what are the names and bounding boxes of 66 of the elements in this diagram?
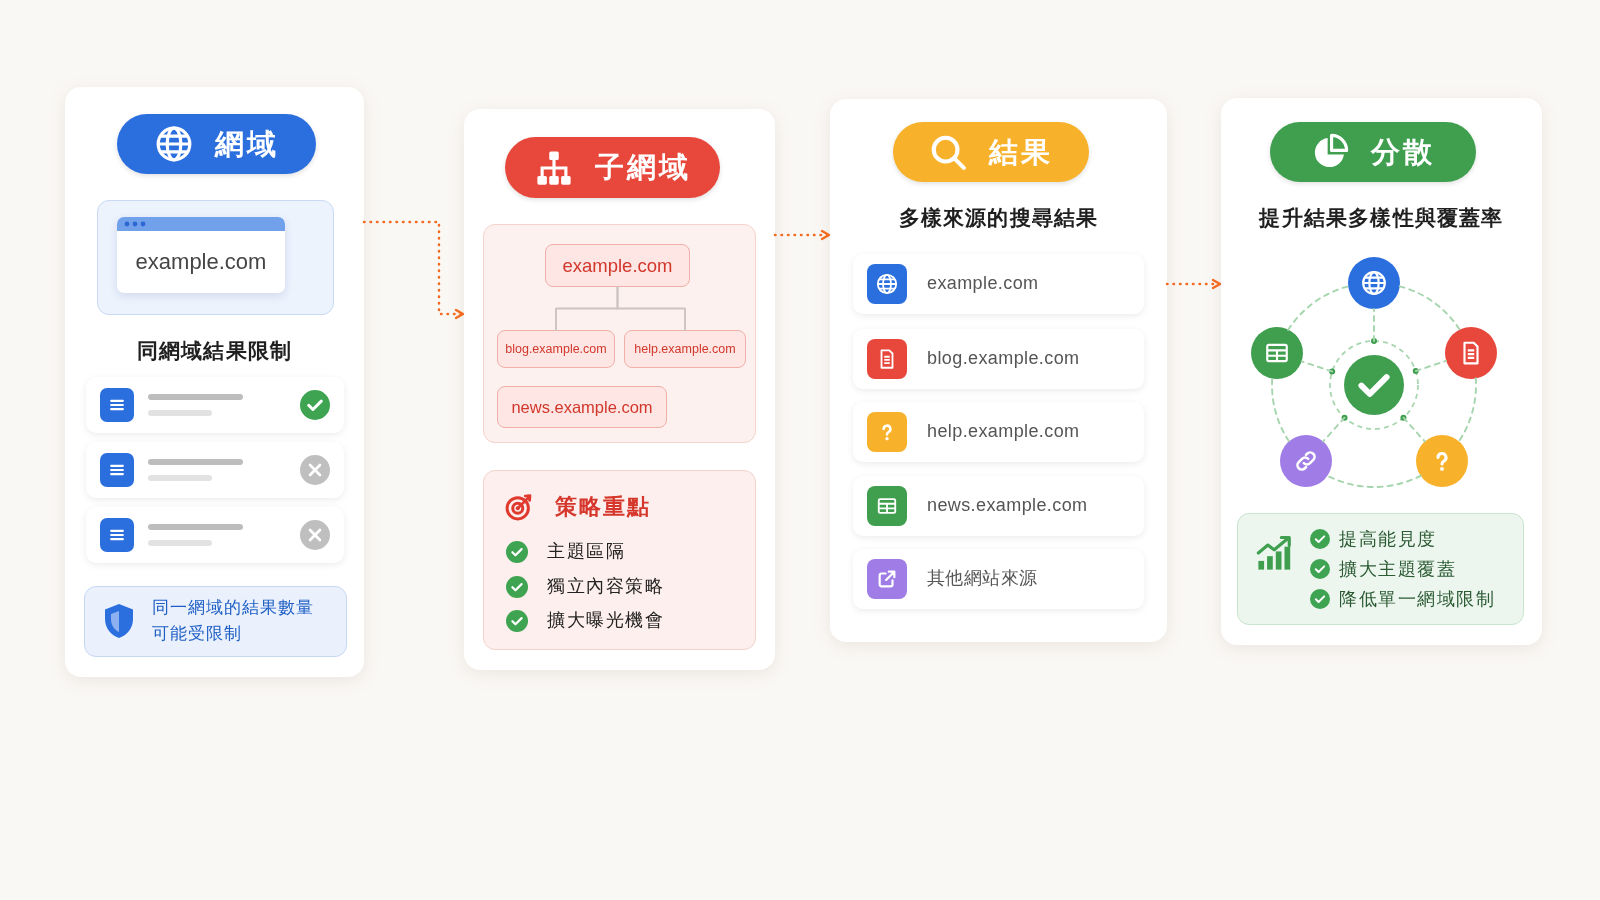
result-row (853, 254, 1144, 314)
result-text: example.com (927, 273, 1039, 295)
connector-line (616, 286, 686, 331)
strategy-panel (483, 470, 756, 650)
title-pill (893, 122, 1089, 182)
result-row (853, 476, 1144, 536)
list-item: 提高能見度 (1339, 528, 1437, 550)
dashed-line (1300, 360, 1334, 373)
card (830, 99, 1167, 642)
dashed-line (1398, 285, 1461, 331)
card (464, 109, 775, 670)
url-text: example.com (135, 248, 267, 276)
globe-icon (1348, 257, 1400, 309)
dashed-line (1326, 474, 1422, 488)
dashed-line (1322, 416, 1346, 443)
result-row (853, 549, 1144, 609)
preview-panel (97, 200, 334, 315)
domain-box: example.com (545, 244, 690, 287)
list-item: 主題區隔 (547, 541, 625, 563)
title-pill (117, 114, 316, 174)
subtitle: 同網域結果限制 (136, 338, 293, 364)
arrow (1165, 278, 1223, 290)
list-item: 獨立內容策略 (547, 575, 664, 598)
benefits-panel (1237, 513, 1524, 625)
card (1221, 98, 1542, 645)
subtitle: 多樣來源的搜尋結果 (898, 205, 1099, 231)
arrow (362, 220, 466, 320)
result-text: 其他網站來源 (927, 568, 1038, 590)
dashed-line (1373, 308, 1375, 342)
document-icon (1444, 326, 1497, 379)
pill-title: 子網域 (594, 150, 691, 185)
pill-title: 結果 (989, 134, 1053, 170)
dashed-line (1402, 416, 1426, 443)
dashed-line (1271, 378, 1290, 442)
result-row (853, 402, 1144, 462)
dashed-line (1287, 285, 1350, 331)
result-row (853, 329, 1144, 389)
pill-title: 分散 (1371, 134, 1435, 170)
domain-box: news.example.com (497, 386, 667, 428)
notice-box (84, 586, 347, 657)
list-item: 擴大主題覆蓋 (1339, 558, 1456, 580)
dashed-line (1414, 359, 1447, 372)
title-pill (505, 137, 720, 198)
table-icon (1251, 327, 1303, 380)
list-item: 降低單一網域限制 (1339, 588, 1495, 610)
title-pill (1270, 122, 1476, 182)
domain-box: help.example.com (624, 330, 746, 368)
subtitle: 提升結果多樣性與覆蓋率 (1259, 205, 1504, 231)
panel-heading: 策略重點 (555, 493, 651, 521)
notice-text: 同一網域的結果數量可能受限制 (152, 597, 315, 645)
result-row (86, 442, 344, 498)
list-item: 擴大曝光機會 (547, 610, 664, 632)
result-row (86, 377, 344, 433)
domain-box: blog.example.com (497, 330, 615, 368)
result-text: blog.example.com (927, 348, 1080, 370)
dashed-line (1458, 377, 1477, 443)
card (65, 87, 364, 677)
link-icon (1279, 434, 1332, 487)
browser-window (117, 217, 285, 293)
pill-title: 網域 (214, 126, 279, 162)
tree-panel (483, 224, 756, 443)
result-text: news.example.com (927, 495, 1088, 517)
question-icon (1416, 434, 1469, 487)
result-row (86, 507, 344, 563)
result-text: help.example.com (927, 421, 1080, 443)
arrow (773, 229, 832, 241)
